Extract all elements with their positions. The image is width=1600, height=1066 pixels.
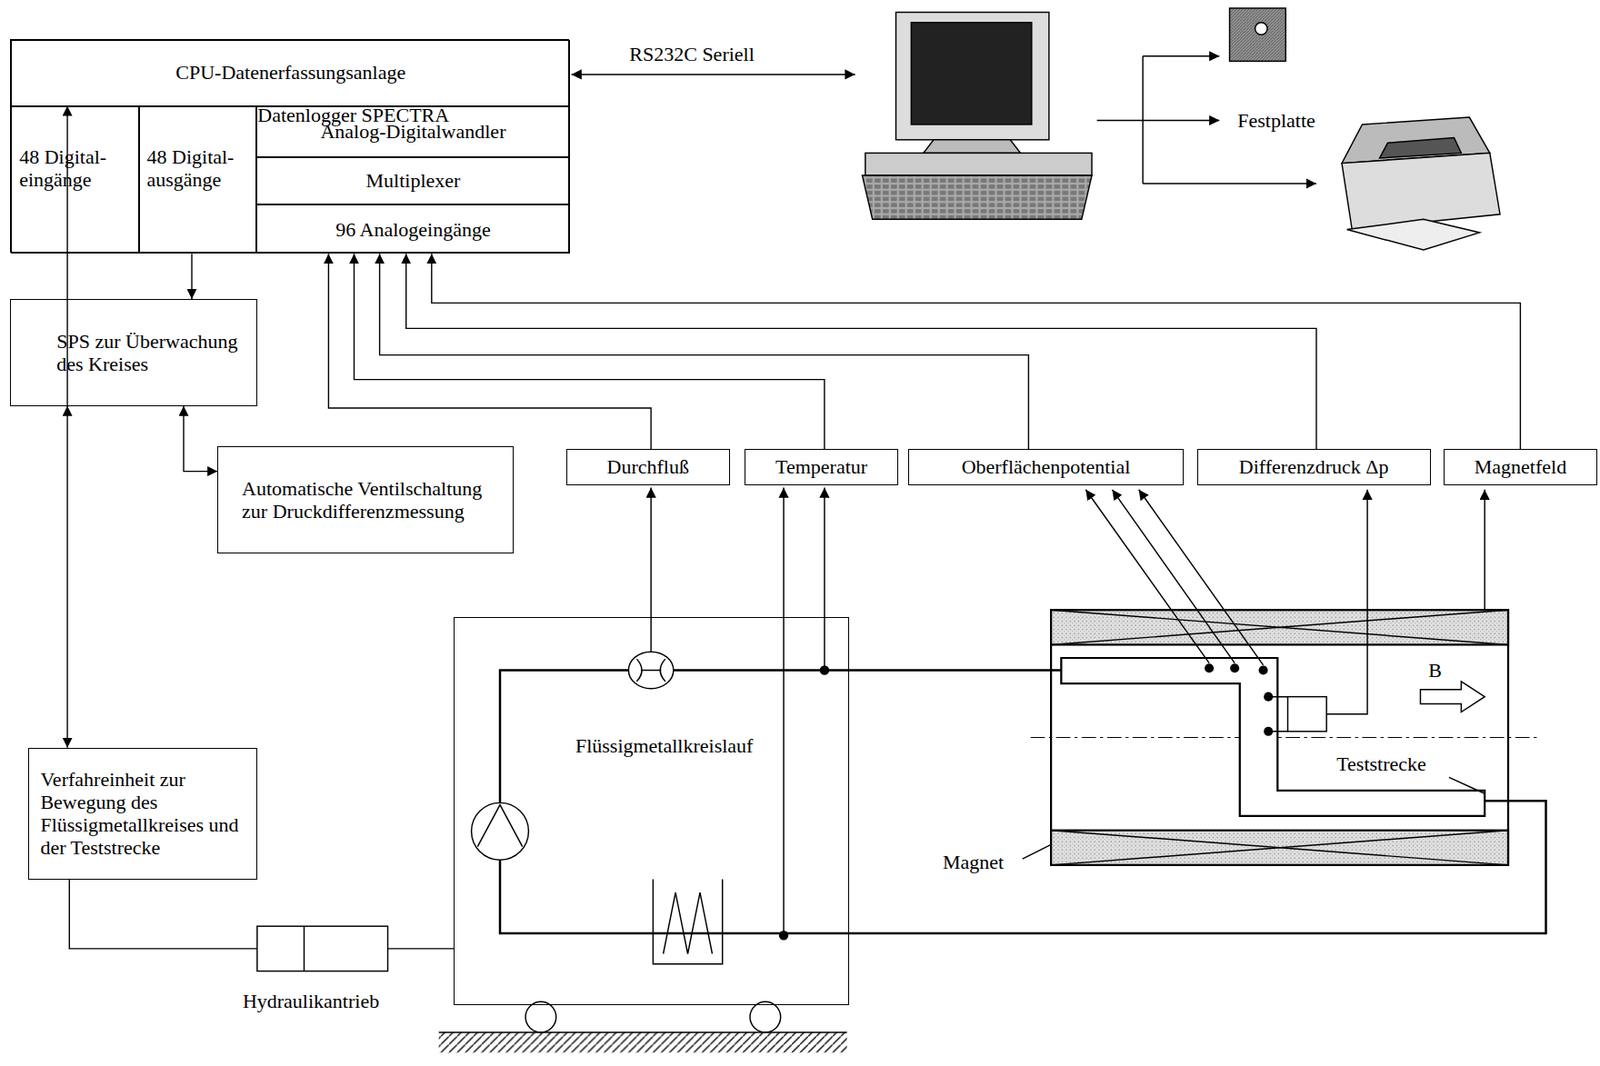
- part-label: Magnet: [940, 850, 1006, 874]
- process-box: Magnetfeld: [1443, 449, 1597, 486]
- signal-line: [406, 253, 1317, 450]
- ground-hatch: [439, 1032, 848, 1053]
- signal-line: [183, 406, 218, 472]
- output-branch: [1141, 56, 1143, 184]
- potential-line: [1085, 490, 1210, 664]
- module-box: 48 Digital-ausgänge: [139, 106, 257, 255]
- heater: [652, 880, 722, 965]
- module-box: Analog-Digitalwandler: [256, 106, 571, 158]
- signal-line: [380, 253, 1030, 450]
- wheel: [525, 1001, 557, 1033]
- sensor-line: [823, 488, 825, 667]
- center-line: [1030, 737, 1541, 739]
- module-box: CPU-Datenerfassungsanlage: [10, 40, 570, 107]
- sensor-line: [650, 488, 651, 653]
- drawing: [439, 8, 1547, 1053]
- node-text: Oberflächenpotential: [914, 455, 1178, 479]
- node-text: SPS zur Überwachung des Kreises: [56, 330, 251, 377]
- sensor-line: [1483, 490, 1485, 610]
- node-text: 48 Digital-ausgänge: [147, 145, 249, 192]
- process-box: SPS zur Überwachung des Kreises: [10, 299, 258, 407]
- disk-icon: [1230, 8, 1287, 61]
- part-label: Festplatte: [1235, 109, 1318, 132]
- pump: [471, 802, 530, 860]
- output-arrow: [1142, 55, 1220, 57]
- output-arrow: [1097, 120, 1220, 121]
- node-text: Temperatur: [750, 455, 891, 479]
- flowmeter: [628, 651, 673, 689]
- potential-line: [1111, 490, 1235, 664]
- process-box: Temperatur: [744, 449, 898, 486]
- process-box: Durchfluß: [566, 449, 730, 486]
- node-text: Differenzdruck Δp: [1203, 455, 1425, 479]
- electrodes: [1204, 663, 1273, 737]
- node-text: 96 Analogeingänge: [262, 218, 565, 241]
- output-arrow: [1142, 182, 1317, 184]
- datalogger-box: Datenlogger SPECTRACPU-Datenerfassungsan…: [10, 39, 570, 254]
- junction-dot: [820, 666, 829, 675]
- node-text: Magnetfeld: [1450, 455, 1590, 479]
- part-label: RS232C Seriell: [627, 42, 757, 66]
- signal-line: [354, 253, 825, 450]
- hydraulic-cylinder: [257, 926, 389, 971]
- leader-line: [1022, 844, 1051, 860]
- serial-link: [571, 73, 856, 75]
- sensor-line: [782, 488, 784, 932]
- potential-line: [1139, 490, 1264, 666]
- signal-line: [431, 253, 1521, 450]
- process-box: Differenzdruck Δp: [1197, 449, 1431, 486]
- signal-line: [190, 253, 192, 300]
- process-box: Oberflächenpotential: [908, 449, 1184, 486]
- node-text: Analog-Digitalwandler: [262, 120, 565, 143]
- process-box: Flüssigmetallkreislauf: [453, 617, 849, 1006]
- module-box: 48 Digital-eingänge: [10, 106, 139, 255]
- node-text: Automatische Ventilschaltung zur Druckdi…: [241, 477, 508, 524]
- junction-dot: [780, 931, 789, 940]
- signal-line: [66, 406, 68, 749]
- signal-line: [328, 253, 651, 450]
- pressure-tap: [1272, 697, 1289, 732]
- part-label: Teststrecke: [1334, 752, 1429, 776]
- leader-line: [1449, 777, 1485, 794]
- module-box: 96 Analogeingänge: [256, 204, 571, 254]
- process-box: Verfahreinheit zur Bewegung des Flüssigm…: [28, 748, 257, 880]
- node-text: Verfahreinheit zur Bewegung des Flüssigm…: [40, 768, 250, 860]
- signal-line: [69, 880, 454, 950]
- part-label: Hydraulikantrieb: [240, 990, 381, 1013]
- process-box: Automatische Ventilschaltung zur Druckdi…: [217, 446, 514, 555]
- pressure-sensor: [1288, 697, 1328, 732]
- node-text: CPU-Datenerfassungsanlage: [17, 60, 564, 84]
- wheel: [750, 1001, 781, 1033]
- module-box: Multiplexer: [256, 157, 571, 206]
- test-section: [1060, 658, 1485, 817]
- computer-icon: [861, 11, 1092, 220]
- node-text: Multiplexer: [262, 169, 565, 192]
- node-text: 48 Digital-eingänge: [19, 145, 130, 192]
- printer-icon: [1341, 117, 1500, 250]
- field-arrow: [1420, 681, 1485, 713]
- part-label: B: [1426, 659, 1444, 682]
- node-text: Durchfluß: [572, 455, 724, 479]
- sensor-line: [1326, 490, 1368, 715]
- node-text: Flüssigmetallkreislauf: [480, 734, 848, 758]
